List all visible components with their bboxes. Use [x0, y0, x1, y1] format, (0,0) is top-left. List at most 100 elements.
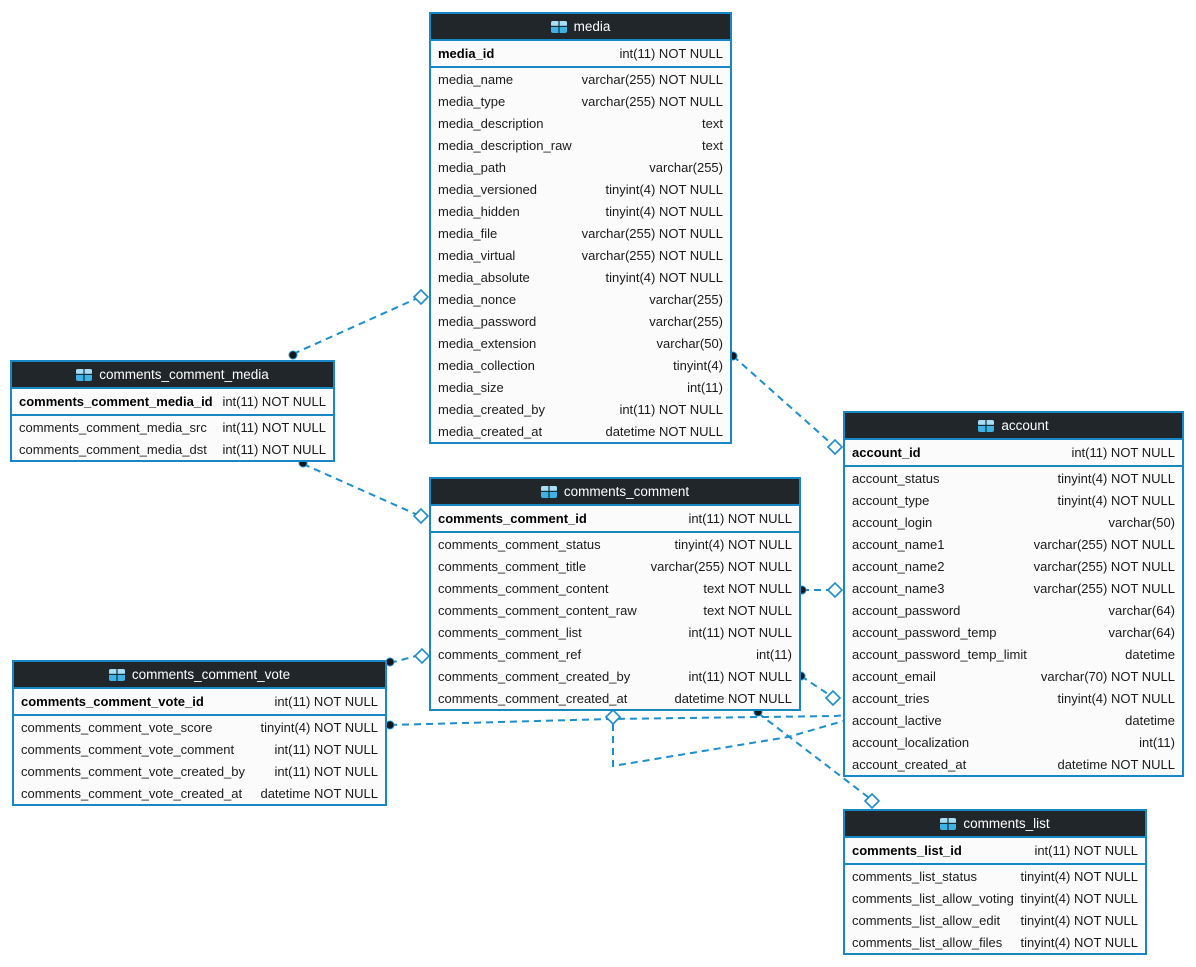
field-type: varchar(255) NOT NULL: [581, 71, 723, 87]
table-header[interactable]: media: [431, 14, 730, 41]
table-title: media: [573, 19, 611, 34]
table-icon: [978, 419, 995, 432]
table-title: comments_comment_media: [99, 367, 269, 382]
field-name: account_created_at: [852, 756, 967, 772]
field-name: media_file: [438, 225, 498, 241]
field-name: media_absolute: [438, 269, 530, 285]
field-type: tinyint(4) NOT NULL: [674, 536, 792, 552]
relationship-line-comment-account-2[interactable]: [800, 675, 829, 695]
table-header[interactable]: comments_list: [845, 811, 1145, 838]
field-name: account_lactive: [852, 712, 942, 728]
table-header[interactable]: comments_comment_media: [12, 362, 333, 389]
relationship-diamond-end: [413, 647, 431, 665]
field-name: media_password: [438, 313, 537, 329]
relationship-line-ccm-comment[interactable]: [302, 463, 421, 517]
relationship-line-media-account[interactable]: [732, 355, 835, 447]
field-type: tinyint(4) NOT NULL: [1057, 470, 1175, 486]
field-type: int(11) NOT NULL: [274, 763, 378, 779]
table-header[interactable]: comments_comment: [431, 479, 799, 506]
field-name: comments_comment_media_dst: [19, 441, 207, 457]
field-name: comments_comment_vote_comment: [21, 741, 235, 757]
table-icon: [108, 668, 125, 681]
field-type: varchar(64): [1108, 602, 1175, 618]
table-comments-comment-media[interactable]: comments_comment_media comments_comment_m…: [10, 360, 335, 462]
relationship-line-comment-self[interactable]: [612, 712, 872, 768]
table-header[interactable]: account: [845, 413, 1182, 440]
table-header[interactable]: comments_comment_vote: [14, 662, 385, 689]
relationship-line-vote-account[interactable]: [389, 711, 872, 726]
field-name: account_password_temp_limit: [852, 646, 1027, 662]
relationship-line-ccm-media[interactable]: [292, 296, 421, 355]
field-name: media_created_by: [438, 401, 545, 417]
field-type: int(11) NOT NULL: [222, 394, 326, 409]
field-type: varchar(255) NOT NULL: [1033, 580, 1175, 596]
field-type: datetime NOT NULL: [605, 423, 723, 439]
field-name: media_path: [438, 159, 506, 175]
field-name: media_description: [438, 115, 544, 131]
field-type: varchar(255) NOT NULL: [1033, 558, 1175, 574]
relationship-line-vote-comment[interactable]: [389, 655, 417, 664]
field-name: media_type: [438, 93, 506, 109]
